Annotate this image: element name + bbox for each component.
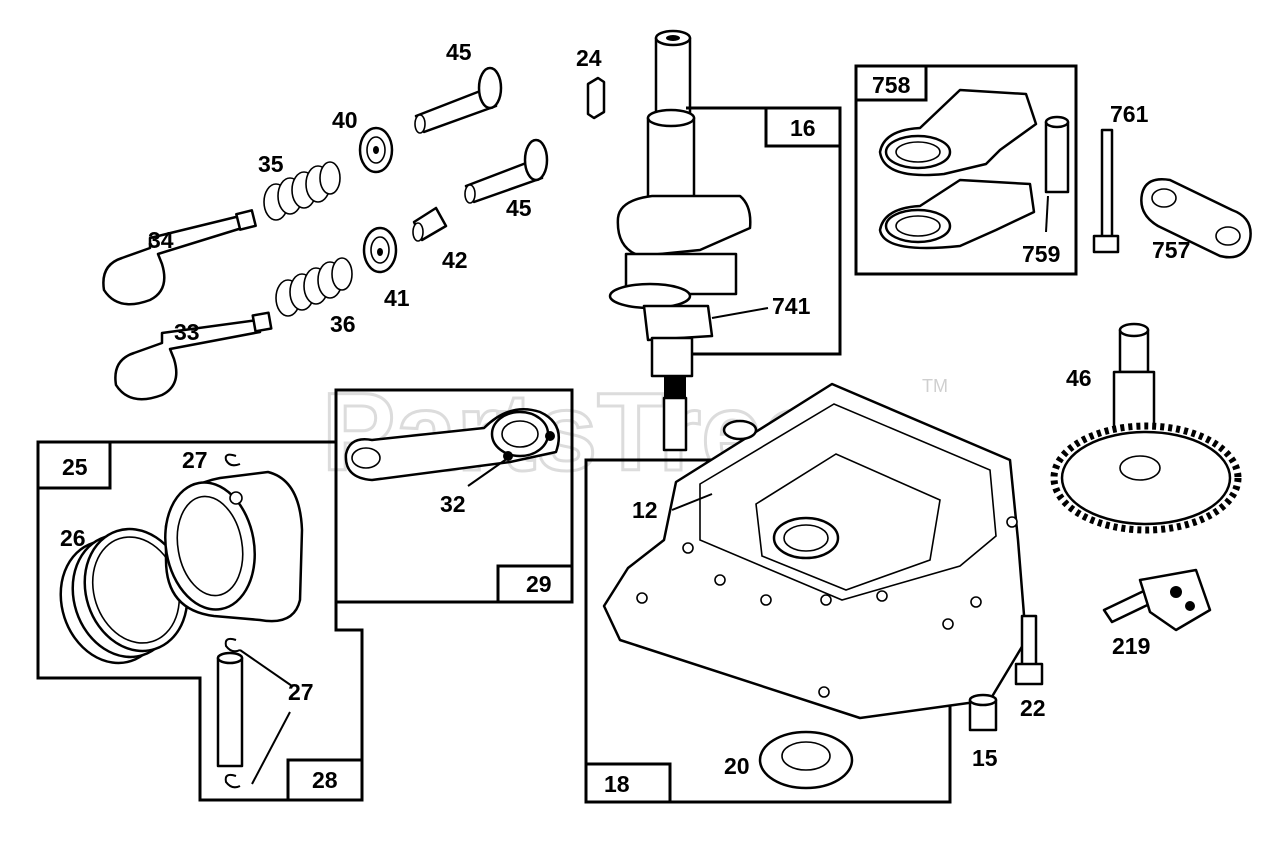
label-757: 757 (1152, 237, 1190, 263)
governor-219[interactable] (1102, 568, 1212, 632)
label-45-top: 45 (446, 39, 472, 65)
balancer-assembly-758[interactable] (878, 88, 1038, 250)
bolt-761[interactable] (1092, 128, 1120, 254)
retaining-clip-27-pin[interactable] (224, 637, 241, 789)
balancer-pin-759[interactable] (1044, 115, 1070, 194)
label-29: 29 (526, 571, 552, 597)
label-40: 40 (332, 107, 358, 133)
label-36: 36 (330, 311, 356, 337)
label-32: 32 (440, 491, 466, 517)
label-24: 24 (576, 45, 602, 71)
label-27-top: 27 (182, 447, 208, 473)
exhaust-valve-33[interactable] (114, 311, 273, 401)
label-28: 28 (312, 767, 338, 793)
crankcase-cover-18[interactable] (602, 382, 1028, 720)
retaining-clip-27-top[interactable] (224, 453, 241, 467)
label-20: 20 (724, 753, 750, 779)
valve-spring-35[interactable] (263, 161, 341, 221)
piston-25[interactable] (156, 470, 304, 623)
piston-rings-26[interactable] (45, 516, 202, 677)
label-219: 219 (1112, 633, 1150, 659)
label-27-pin: 27 (288, 679, 314, 705)
spring-retainer-40[interactable] (358, 126, 394, 174)
label-22: 22 (1020, 695, 1046, 721)
callout-box-16 (686, 106, 842, 356)
callout-box-28 (286, 758, 364, 802)
valve-spring-36[interactable] (275, 257, 353, 317)
oil-seal-20[interactable] (758, 730, 854, 790)
label-18: 18 (604, 771, 630, 797)
label-16: 16 (790, 115, 816, 141)
label-15: 15 (972, 745, 998, 771)
valve-guide-45-lower[interactable] (464, 138, 549, 204)
label-758: 758 (872, 72, 911, 98)
balancer-link-757[interactable] (1140, 178, 1252, 259)
valve-keeper-42[interactable] (412, 206, 448, 242)
label-35: 35 (258, 151, 284, 177)
piston-pin-28[interactable] (216, 651, 244, 768)
watermark-tm: TM (922, 376, 948, 396)
crankshaft-key-24[interactable] (586, 76, 606, 120)
valve-guide-45-top[interactable] (414, 66, 503, 134)
label-46: 46 (1066, 365, 1092, 391)
intake-valve-34[interactable] (102, 209, 257, 306)
spring-retainer-41[interactable] (362, 226, 398, 274)
label-34: 34 (148, 227, 174, 253)
crankshaft-16[interactable] (608, 29, 752, 452)
label-12: 12 (632, 497, 658, 523)
label-25: 25 (62, 454, 88, 480)
label-42: 42 (442, 247, 468, 273)
camshaft-46[interactable] (1050, 322, 1242, 534)
label-761: 761 (1110, 101, 1149, 127)
label-41: 41 (384, 285, 410, 311)
callout-box-758 (854, 64, 1078, 276)
drain-plug-15[interactable] (968, 693, 998, 732)
bolt-22[interactable] (1014, 614, 1044, 686)
connecting-rod-32[interactable] (344, 408, 560, 482)
label-26: 26 (60, 525, 86, 551)
label-33: 33 (174, 319, 200, 345)
label-45-lower: 45 (506, 195, 532, 221)
label-759: 759 (1022, 241, 1060, 267)
label-741: 741 (772, 293, 811, 319)
